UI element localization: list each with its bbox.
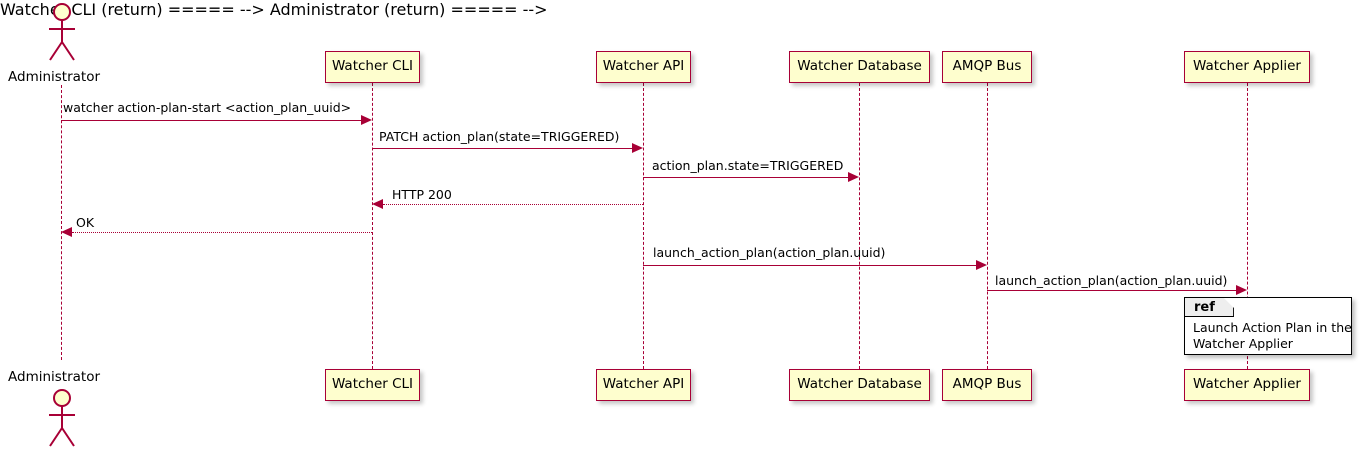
message-arrowhead-5	[61, 227, 72, 237]
participant-box-amqp-bus-bottom[interactable]: AMQP Bus	[942, 369, 1032, 401]
message-arrow-line-2	[372, 148, 632, 149]
actor-administrator-top	[49, 3, 75, 61]
message-arrow-line-6	[643, 265, 976, 266]
ref-fragment-body-line-1: Launch Action Plan in the	[1193, 320, 1352, 335]
participant-box-watcher-database-bottom[interactable]: Watcher Database	[789, 369, 930, 401]
participant-box-watcher-cli-bottom[interactable]: Watcher CLI	[325, 369, 420, 401]
message-arrowhead-3	[848, 172, 859, 182]
actor-administrator-bottom	[49, 389, 75, 447]
message-label-2: PATCH action_plan(state=TRIGGERED)	[379, 129, 620, 144]
ref-fragment-tab-label: ref	[1185, 298, 1234, 317]
lifeline-watcher-applier	[1247, 83, 1248, 369]
message-arrow-line-1	[61, 120, 361, 121]
message-label-7: launch_action_plan(action_plan.uuid)	[995, 273, 1228, 288]
message-label-4: HTTP 200	[392, 187, 452, 202]
participant-box-watcher-api-bottom[interactable]: Watcher API	[596, 369, 691, 401]
message-arrowhead-6	[976, 260, 987, 270]
message-arrow-line-5	[72, 232, 372, 233]
message-arrow-line-4	[383, 204, 643, 205]
lifeline-amqp-bus	[987, 83, 988, 369]
lifeline-watcher-cli	[372, 83, 373, 369]
message-arrow-line-3	[643, 177, 848, 178]
message-arrowhead-4	[372, 199, 383, 209]
message-arrowhead-1	[361, 115, 372, 125]
ref-fragment-body-line-2: Watcher Applier	[1193, 336, 1293, 351]
actor-label-administrator-bottom: Administrator	[8, 369, 101, 385]
ref-fragment-box: ref Launch Action Plan in the Watcher Ap…	[1184, 297, 1352, 355]
message-label-3: action_plan.state=TRIGGERED	[652, 158, 844, 173]
participant-box-watcher-applier-top[interactable]: Watcher Applier	[1184, 51, 1310, 83]
message-label-1: watcher action-plan-start <action_plan_u…	[63, 100, 352, 115]
participant-box-watcher-applier-bottom[interactable]: Watcher Applier	[1184, 369, 1310, 401]
message-arrowhead-7	[1236, 285, 1247, 295]
participant-box-watcher-cli-top[interactable]: Watcher CLI	[325, 51, 420, 83]
message-label-6: launch_action_plan(action_plan.uuid)	[653, 245, 886, 260]
lifeline-watcher-database	[859, 83, 860, 369]
message-label-5: OK	[76, 215, 95, 230]
lifeline-watcher-api	[643, 83, 644, 369]
ref-fragment-body: Launch Action Plan in the Watcher Applie…	[1193, 320, 1352, 352]
message-arrow-line-7	[987, 290, 1236, 291]
participant-box-amqp-bus-top[interactable]: AMQP Bus	[942, 51, 1032, 83]
lifeline-administrator	[61, 85, 62, 360]
participant-box-watcher-api-top[interactable]: Watcher API	[596, 51, 691, 83]
message-arrowhead-2	[632, 143, 643, 153]
participant-box-watcher-database-top[interactable]: Watcher Database	[789, 51, 930, 83]
actor-label-administrator-top: Administrator	[8, 69, 101, 85]
